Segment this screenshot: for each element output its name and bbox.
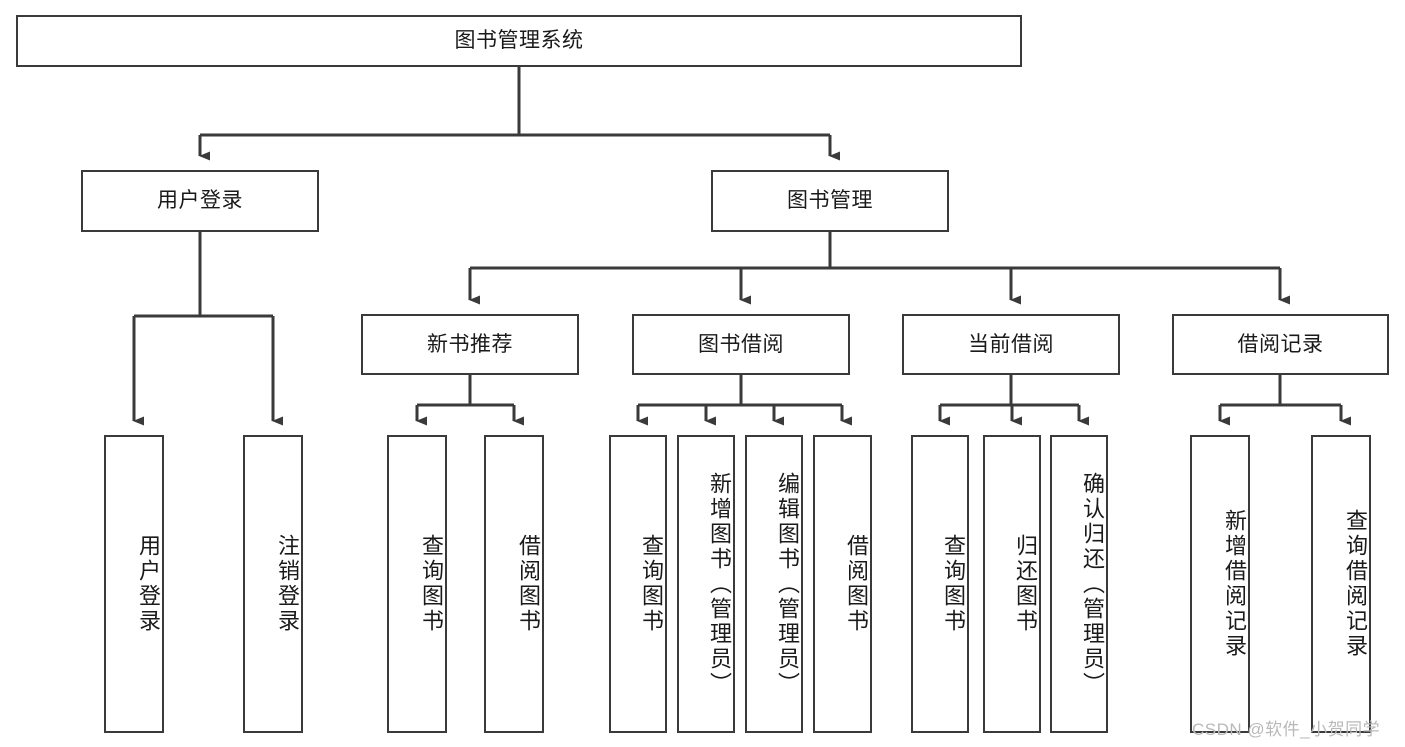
node-current-borrow[interactable]: 当前借阅 xyxy=(902,314,1120,375)
leaf-label: 归还图书 xyxy=(1013,534,1038,634)
leaf-label: 查询图书 xyxy=(639,534,664,634)
leaf-add-borrow-record[interactable]: 新增借阅记录 xyxy=(1190,435,1250,733)
node-borrow-records-label: 借阅记录 xyxy=(1237,332,1324,356)
leaf-label: 查询借阅记录 xyxy=(1343,509,1368,659)
watermark: CSDN @软件_小贺同学 xyxy=(1192,720,1381,739)
node-borrow-records[interactable]: 借阅记录 xyxy=(1172,314,1389,375)
leaf-query-book-newbook[interactable]: 查询图书 xyxy=(387,435,447,733)
node-book-management-label: 图书管理 xyxy=(787,189,873,213)
leaf-label: 借阅图书 xyxy=(844,534,869,634)
leaf-label: 新增图书（管理员） xyxy=(707,471,732,697)
node-new-book-recommend-label: 新书推荐 xyxy=(427,332,513,356)
leaf-borrow-book-newbook[interactable]: 借阅图书 xyxy=(484,435,544,733)
leaf-confirm-return-admin[interactable]: 确认归还（管理员） xyxy=(1050,435,1108,733)
node-book-borrow-label: 图书借阅 xyxy=(698,332,784,356)
leaf-label: 查询图书 xyxy=(419,534,444,634)
leaf-label: 借阅图书 xyxy=(516,534,541,634)
leaf-label: 查询图书 xyxy=(941,534,966,634)
node-user-login[interactable]: 用户登录 xyxy=(81,170,319,232)
node-current-borrow-label: 当前借阅 xyxy=(968,332,1054,356)
leaf-label: 用户登录 xyxy=(136,534,161,634)
leaf-edit-book-admin[interactable]: 编辑图书（管理员） xyxy=(745,435,803,733)
leaf-query-borrow-record[interactable]: 查询借阅记录 xyxy=(1311,435,1371,733)
leaf-label: 确认归还（管理员） xyxy=(1080,471,1105,697)
leaf-borrow-book[interactable]: 借阅图书 xyxy=(813,435,872,733)
leaf-label: 编辑图书（管理员） xyxy=(775,471,800,697)
leaf-query-book-current[interactable]: 查询图书 xyxy=(911,435,969,733)
node-book-management[interactable]: 图书管理 xyxy=(711,170,949,232)
node-new-book-recommend[interactable]: 新书推荐 xyxy=(361,314,579,375)
leaf-user-login[interactable]: 用户登录 xyxy=(104,435,164,733)
leaf-query-book-borrow[interactable]: 查询图书 xyxy=(609,435,667,733)
node-root[interactable]: 图书管理系统 xyxy=(16,15,1022,67)
leaf-add-book-admin[interactable]: 新增图书（管理员） xyxy=(677,435,735,733)
node-user-login-label: 用户登录 xyxy=(157,189,243,213)
leaf-label: 新增借阅记录 xyxy=(1222,509,1247,659)
leaf-return-book[interactable]: 归还图书 xyxy=(983,435,1041,733)
node-root-label: 图书管理系统 xyxy=(454,29,584,53)
node-book-borrow[interactable]: 图书借阅 xyxy=(632,314,850,375)
leaf-label: 注销登录 xyxy=(275,534,300,634)
leaf-logout[interactable]: 注销登录 xyxy=(243,435,303,733)
